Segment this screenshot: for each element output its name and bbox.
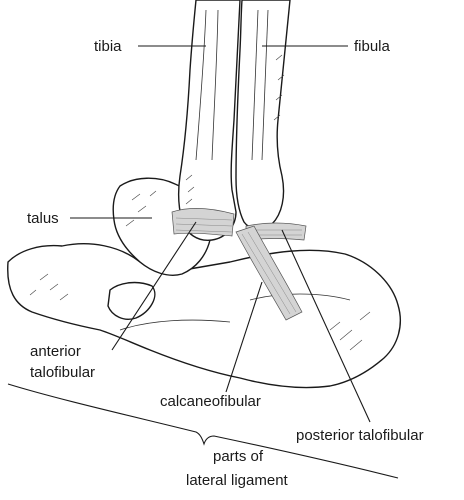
- calcaneus-bone: [7, 243, 402, 389]
- anterior-talofibular-leader: [111, 221, 197, 351]
- calcaneofibular-label: calcaneofibular: [160, 393, 261, 410]
- lateral-ligament-label: lateral ligament: [186, 472, 289, 489]
- posterior-talofibular-label: posterior talofibular: [296, 427, 424, 444]
- fibula-label: fibula: [354, 38, 391, 55]
- posterior-talofibular-leader: [281, 229, 371, 423]
- talus-label: talus: [27, 210, 59, 227]
- anterior-talofibular-label-line2: talofibular: [30, 364, 95, 381]
- anterior-talofibular-ligament: [171, 208, 235, 237]
- tibia-label: tibia: [94, 38, 122, 55]
- parts-of-label: parts of: [213, 448, 264, 465]
- fibula-bone: [235, 0, 291, 230]
- lateral-ligament-bracket: [7, 383, 399, 479]
- tibia-bone: [177, 0, 241, 241]
- calcaneofibular-leader: [225, 281, 263, 393]
- calcaneofibular-ligament: [235, 225, 303, 321]
- anterior-talofibular-label-line1: anterior: [30, 343, 81, 360]
